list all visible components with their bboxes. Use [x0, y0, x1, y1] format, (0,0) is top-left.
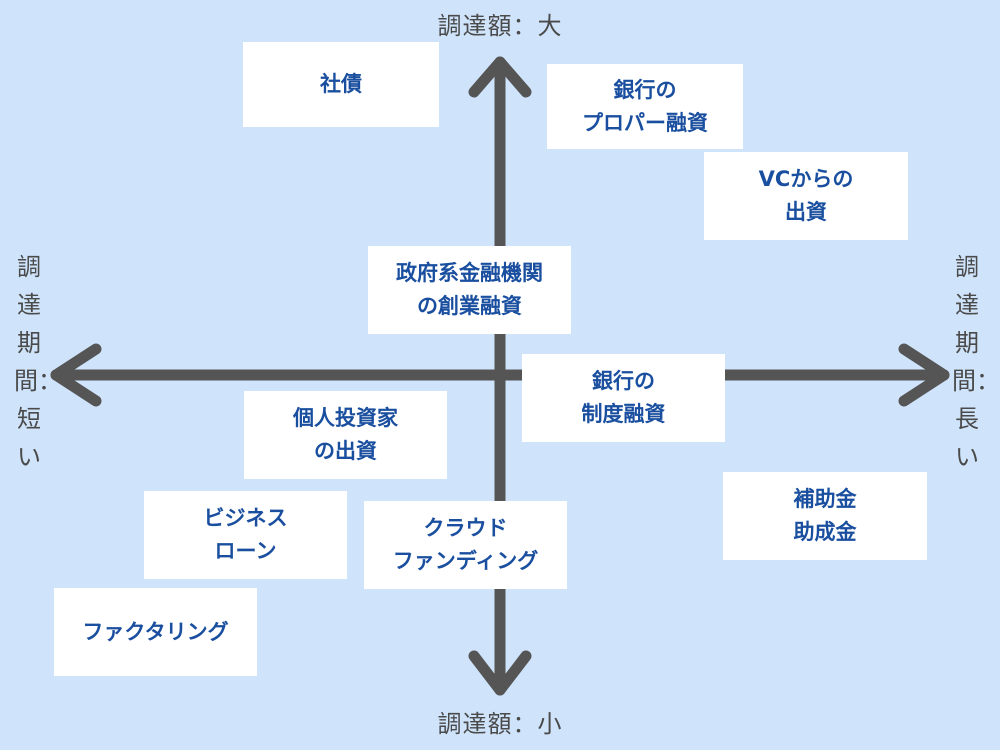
arrow-head-right: [898, 343, 950, 407]
axis-label-bottom: 調達額：小: [437, 710, 563, 738]
item-subsidy: 補助金 助成金: [723, 472, 927, 560]
axis-label-right: 調達期間：長い: [952, 253, 1000, 471]
axis-label-left: 調達期間：短い: [14, 253, 62, 471]
item-factoring: ファクタリング: [54, 588, 257, 676]
item-bond: 社債: [243, 42, 439, 127]
item-crowdfunding: クラウド ファンディング: [364, 501, 567, 589]
arrow-head-up: [468, 56, 532, 98]
item-gov-startup-loan: 政府系金融機関 の創業融資: [368, 246, 571, 334]
item-bank-proper-loan: 銀行の プロパー融資: [547, 64, 743, 149]
arrow-head-left: [50, 343, 102, 407]
item-angel-investment: 個人投資家 の出資: [244, 391, 447, 479]
item-bank-system-loan: 銀行の 制度融資: [522, 354, 725, 442]
arrow-head-down: [468, 650, 532, 696]
axis-label-top: 調達額：大: [437, 12, 563, 40]
item-vc-investment: VCからの 出資: [704, 152, 908, 240]
item-business-loan: ビジネス ローン: [144, 491, 347, 579]
